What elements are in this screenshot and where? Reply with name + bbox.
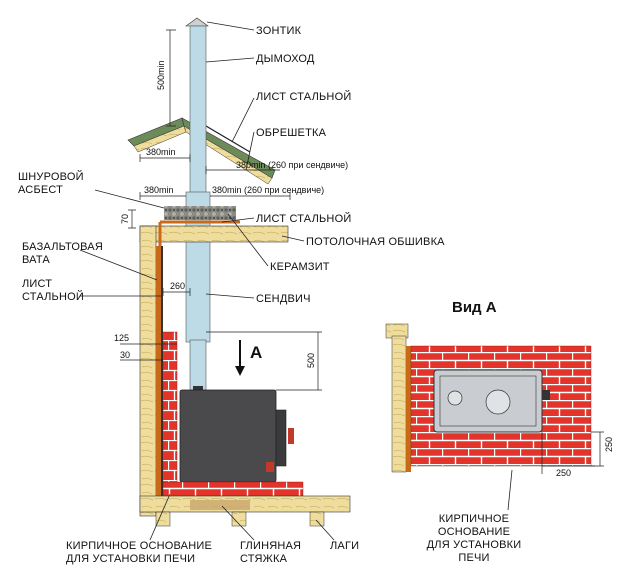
dim-base-step: 30 <box>120 350 130 360</box>
label-steel-sheet-roof: ЛИСТ СТАЛЬНОЙ <box>256 90 351 103</box>
label-steel-sheet-wall-2: СТАЛЬНОЙ <box>22 290 84 303</box>
ceiling-assembly <box>139 206 289 250</box>
label-steel-sheet-ceiling: ЛИСТ СТАЛЬНОЙ <box>256 212 351 225</box>
label-steel-sheet-wall-1: ЛИСТ <box>22 278 52 290</box>
label-sandwich: СЕНДВИЧ <box>256 293 311 305</box>
label-clay-screed-1: ГЛИНЯНАЯ <box>240 540 301 552</box>
text-labels: ЗОНТИК ДЫМОХОД ЛИСТ СТАЛЬНОЙ ОБРЕШЕТКА Ш… <box>18 25 521 565</box>
dim-stove-clear: 500 <box>306 353 316 368</box>
label-joists: ЛАГИ <box>330 540 359 552</box>
dim-ceiling-right: 380min (260 при сендвиче) <box>212 185 324 195</box>
label-cord-asbestos-2: АСБЕСТ <box>18 184 63 196</box>
expanded-clay-layer <box>164 206 236 220</box>
dim-roof-clearance: 380min <box>146 147 176 157</box>
dim-view-a-front: 250 <box>556 468 571 478</box>
brick-base <box>162 481 304 497</box>
dim-ceiling-thickness: 70 <box>120 214 130 224</box>
ceiling-boards <box>139 225 289 243</box>
stove <box>179 386 294 483</box>
dimension-lines <box>120 29 322 391</box>
plan-insulation <box>406 346 411 472</box>
roof-steel-sheet <box>205 125 251 153</box>
label-basalt-wool-2: ВАТА <box>22 254 50 266</box>
plan-dim-front-lines <box>541 432 595 474</box>
brick-screen <box>162 331 178 497</box>
wall-steel-sheet <box>161 246 163 496</box>
joist-3 <box>309 511 325 527</box>
label-view-a-marker: А <box>250 343 262 362</box>
basalt-wool <box>156 246 161 496</box>
label-basalt-wool-1: БАЗАЛЬТОВАЯ <box>22 241 103 253</box>
view-a-plan <box>385 323 604 511</box>
clay-screed <box>190 500 250 510</box>
chimney-upper <box>189 25 207 197</box>
stove-door <box>275 409 287 467</box>
label-chimney: ДЫМОХОД <box>256 53 315 65</box>
floor-assembly <box>139 481 351 527</box>
label-brick-base-right-2: ОСНОВАНИЕ <box>438 526 510 538</box>
dim-view-a-side: 250 <box>604 437 614 452</box>
dimension-values: 500min 380min 380min (260 при сендвиче) … <box>114 60 614 478</box>
wooden-wall <box>139 225 157 517</box>
plan-flue <box>447 390 463 406</box>
label-lathing: ОБРЕШЕТКА <box>256 127 327 139</box>
joist-1 <box>155 511 171 527</box>
label-cord-asbestos-1: ШНУРОВОЙ <box>18 170 84 183</box>
label-brick-base-1: КИРПИЧНОЕ ОСНОВАНИЕ <box>66 540 212 552</box>
label-brick-base-right-4: ПЕЧИ <box>458 552 489 564</box>
plan-burner <box>485 389 511 415</box>
ceiling-steel-sheet <box>158 220 240 250</box>
label-umbrella: ЗОНТИК <box>256 25 302 37</box>
label-brick-base-2: ДЛЯ УСТАНОВКИ ПЕЧИ <box>66 553 195 565</box>
stove-leg <box>266 462 274 472</box>
label-ceiling-lining: ПОТОЛОЧНАЯ ОБШИВКА <box>306 236 445 248</box>
wall-assembly <box>139 225 178 517</box>
dim-roof-offset: 380min (260 при сендвиче) <box>236 160 348 170</box>
plan-leader <box>507 469 513 511</box>
dim-ceiling-left: 380min <box>144 185 174 195</box>
dim-wall-gap: 260 <box>170 281 185 291</box>
chimney-pipe <box>185 17 211 391</box>
plan-wall <box>391 335 407 473</box>
view-a-arrow <box>235 340 245 376</box>
plan-stove-inner <box>439 375 537 427</box>
stove-body <box>179 389 277 483</box>
joist-2 <box>231 511 247 527</box>
label-view-a-title: Вид А <box>452 299 497 316</box>
leader-lines <box>79 21 335 541</box>
label-brick-base-right-1: КИРПИЧНОЕ <box>439 513 509 525</box>
label-brick-base-right-3: ДЛЯ УСТАНОВКИ <box>427 539 522 551</box>
dim-base-side: 125 <box>114 333 129 343</box>
stove-handle <box>288 428 294 444</box>
chimney-lower <box>189 339 207 391</box>
plan-stove-handle <box>542 390 550 400</box>
label-clay-screed-2: СТЯЖКА <box>240 553 288 565</box>
label-expanded-clay: КЕРАМЗИТ <box>270 261 330 273</box>
dim-chimney-height: 500min <box>156 60 166 90</box>
umbrella-cap <box>185 17 209 27</box>
plan-dim-side-lines <box>591 431 604 467</box>
